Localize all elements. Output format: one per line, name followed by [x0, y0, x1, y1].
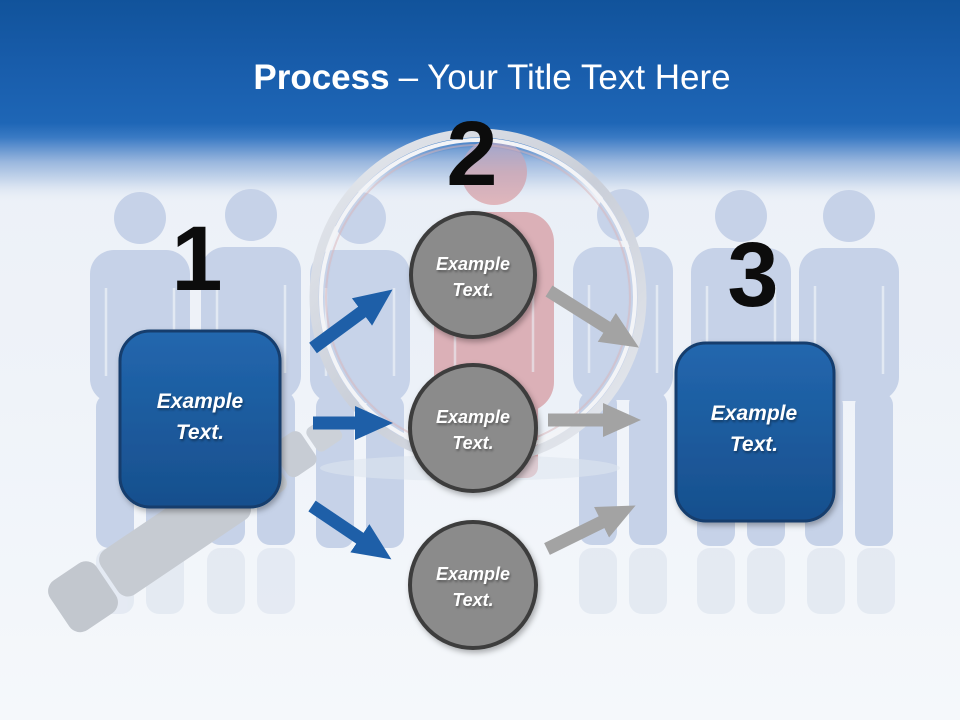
circle2-label-line1: Example [436, 407, 510, 427]
title-rest-text: – Your Title Text Here [399, 58, 731, 97]
step2-circles: Example Text. Example Text. Example Text… [408, 211, 538, 650]
circle3-label-line1: Example [436, 564, 510, 584]
circle3-label-line2: Text. [452, 590, 493, 610]
circle1-label-line2: Text. [452, 280, 493, 300]
step3-box [674, 341, 836, 523]
step1-box [118, 329, 282, 509]
arrow-blue-down [308, 500, 392, 560]
circle1-label-line1: Example [436, 254, 510, 274]
people-reflections [96, 548, 895, 614]
step2-circle-3 [408, 520, 538, 650]
circle2-label-line2: Text. [452, 433, 493, 453]
page-title: Process – Your Title Text Here [253, 58, 730, 97]
step1-box-label-line2: Text. [176, 421, 224, 444]
step1-box-label-line1: Example [157, 390, 244, 413]
step3-box-label-line1: Example [711, 402, 798, 425]
step3-number: 3 [727, 224, 778, 326]
arrow-gray-up [544, 505, 636, 555]
step2-circle-1 [409, 211, 537, 339]
arrow-gray-down [545, 285, 639, 348]
arrow-blue-up [309, 289, 393, 354]
step2-circle-2 [408, 363, 538, 493]
step3-box-label-line2: Text. [730, 433, 778, 456]
title-keyword: Process [253, 58, 389, 97]
step1-number: 1 [171, 208, 222, 310]
arrows [308, 285, 641, 560]
step2-number: 2 [446, 103, 497, 205]
